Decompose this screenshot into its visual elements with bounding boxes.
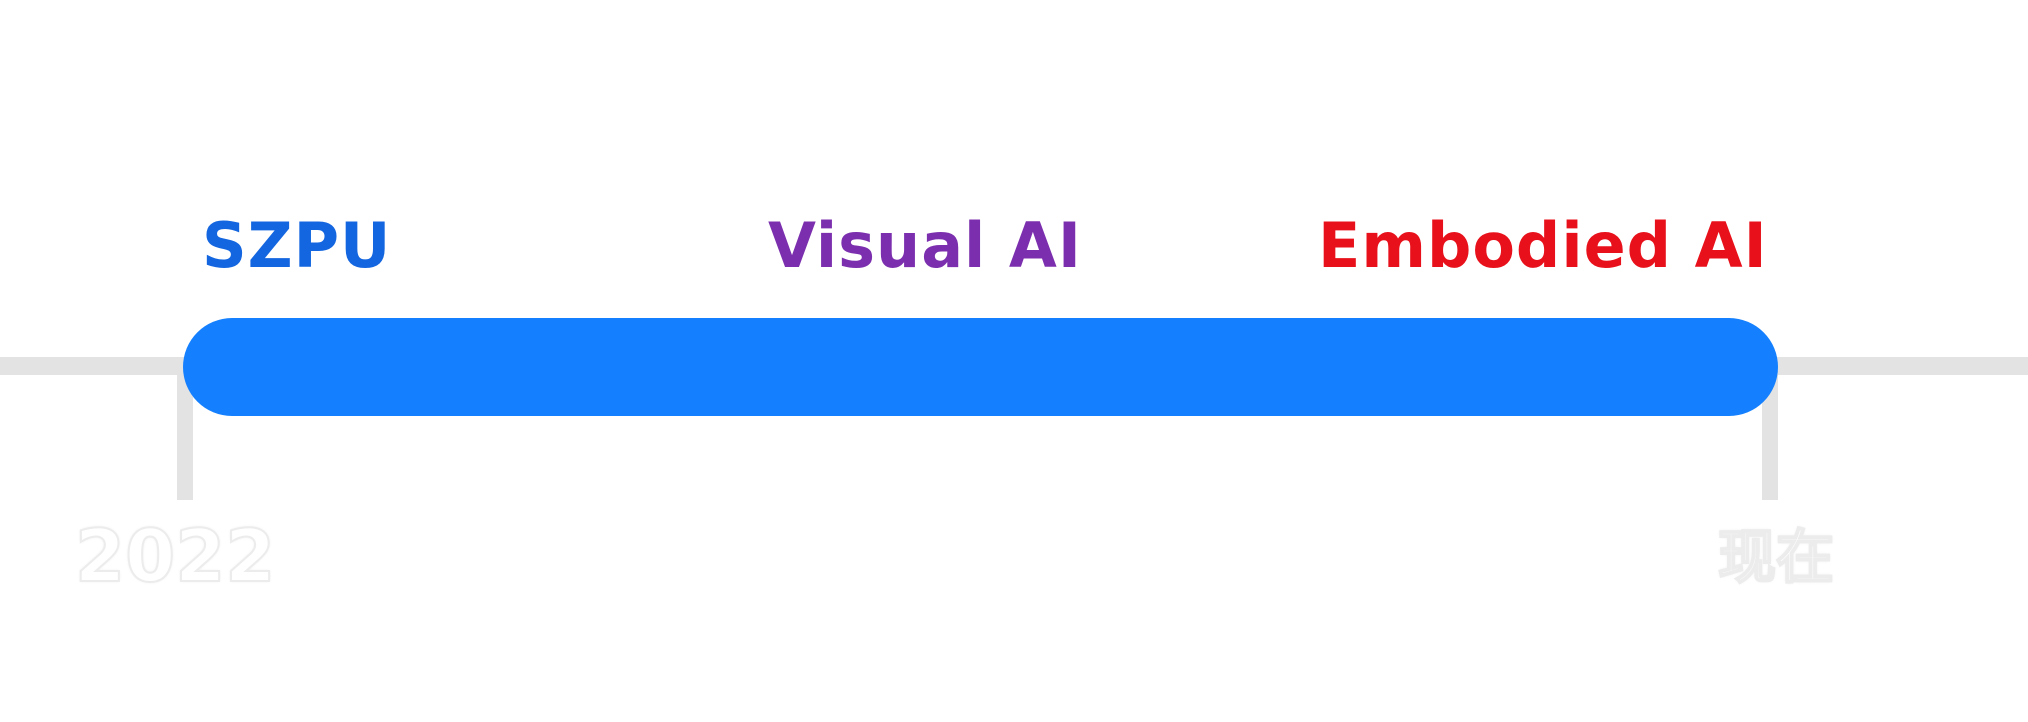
time-label-start: 2022 (74, 514, 276, 598)
time-label-end: 现在 (1717, 523, 1835, 591)
tick-end (1762, 370, 1778, 500)
axis-line-right (1770, 357, 2028, 375)
axis-line-left (0, 357, 200, 375)
tick-start (177, 370, 193, 500)
timeline-bar (183, 318, 1778, 416)
stage-label-visual-ai: Visual AI (768, 209, 1082, 282)
stage-label-szpu: SZPU (202, 209, 392, 282)
stage-label-embodied-ai: Embodied AI (1318, 209, 1768, 282)
